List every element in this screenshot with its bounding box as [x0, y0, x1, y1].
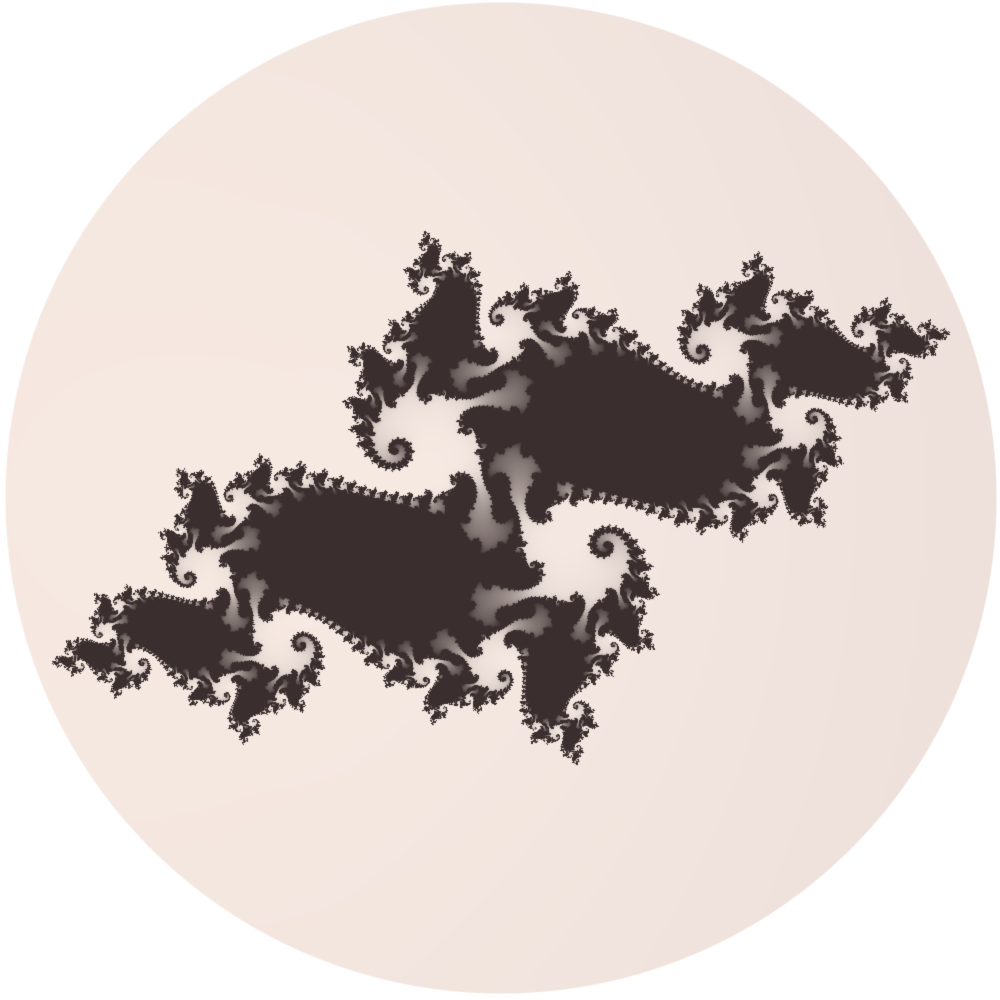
julia-fractal-disc [5, 2, 997, 994]
